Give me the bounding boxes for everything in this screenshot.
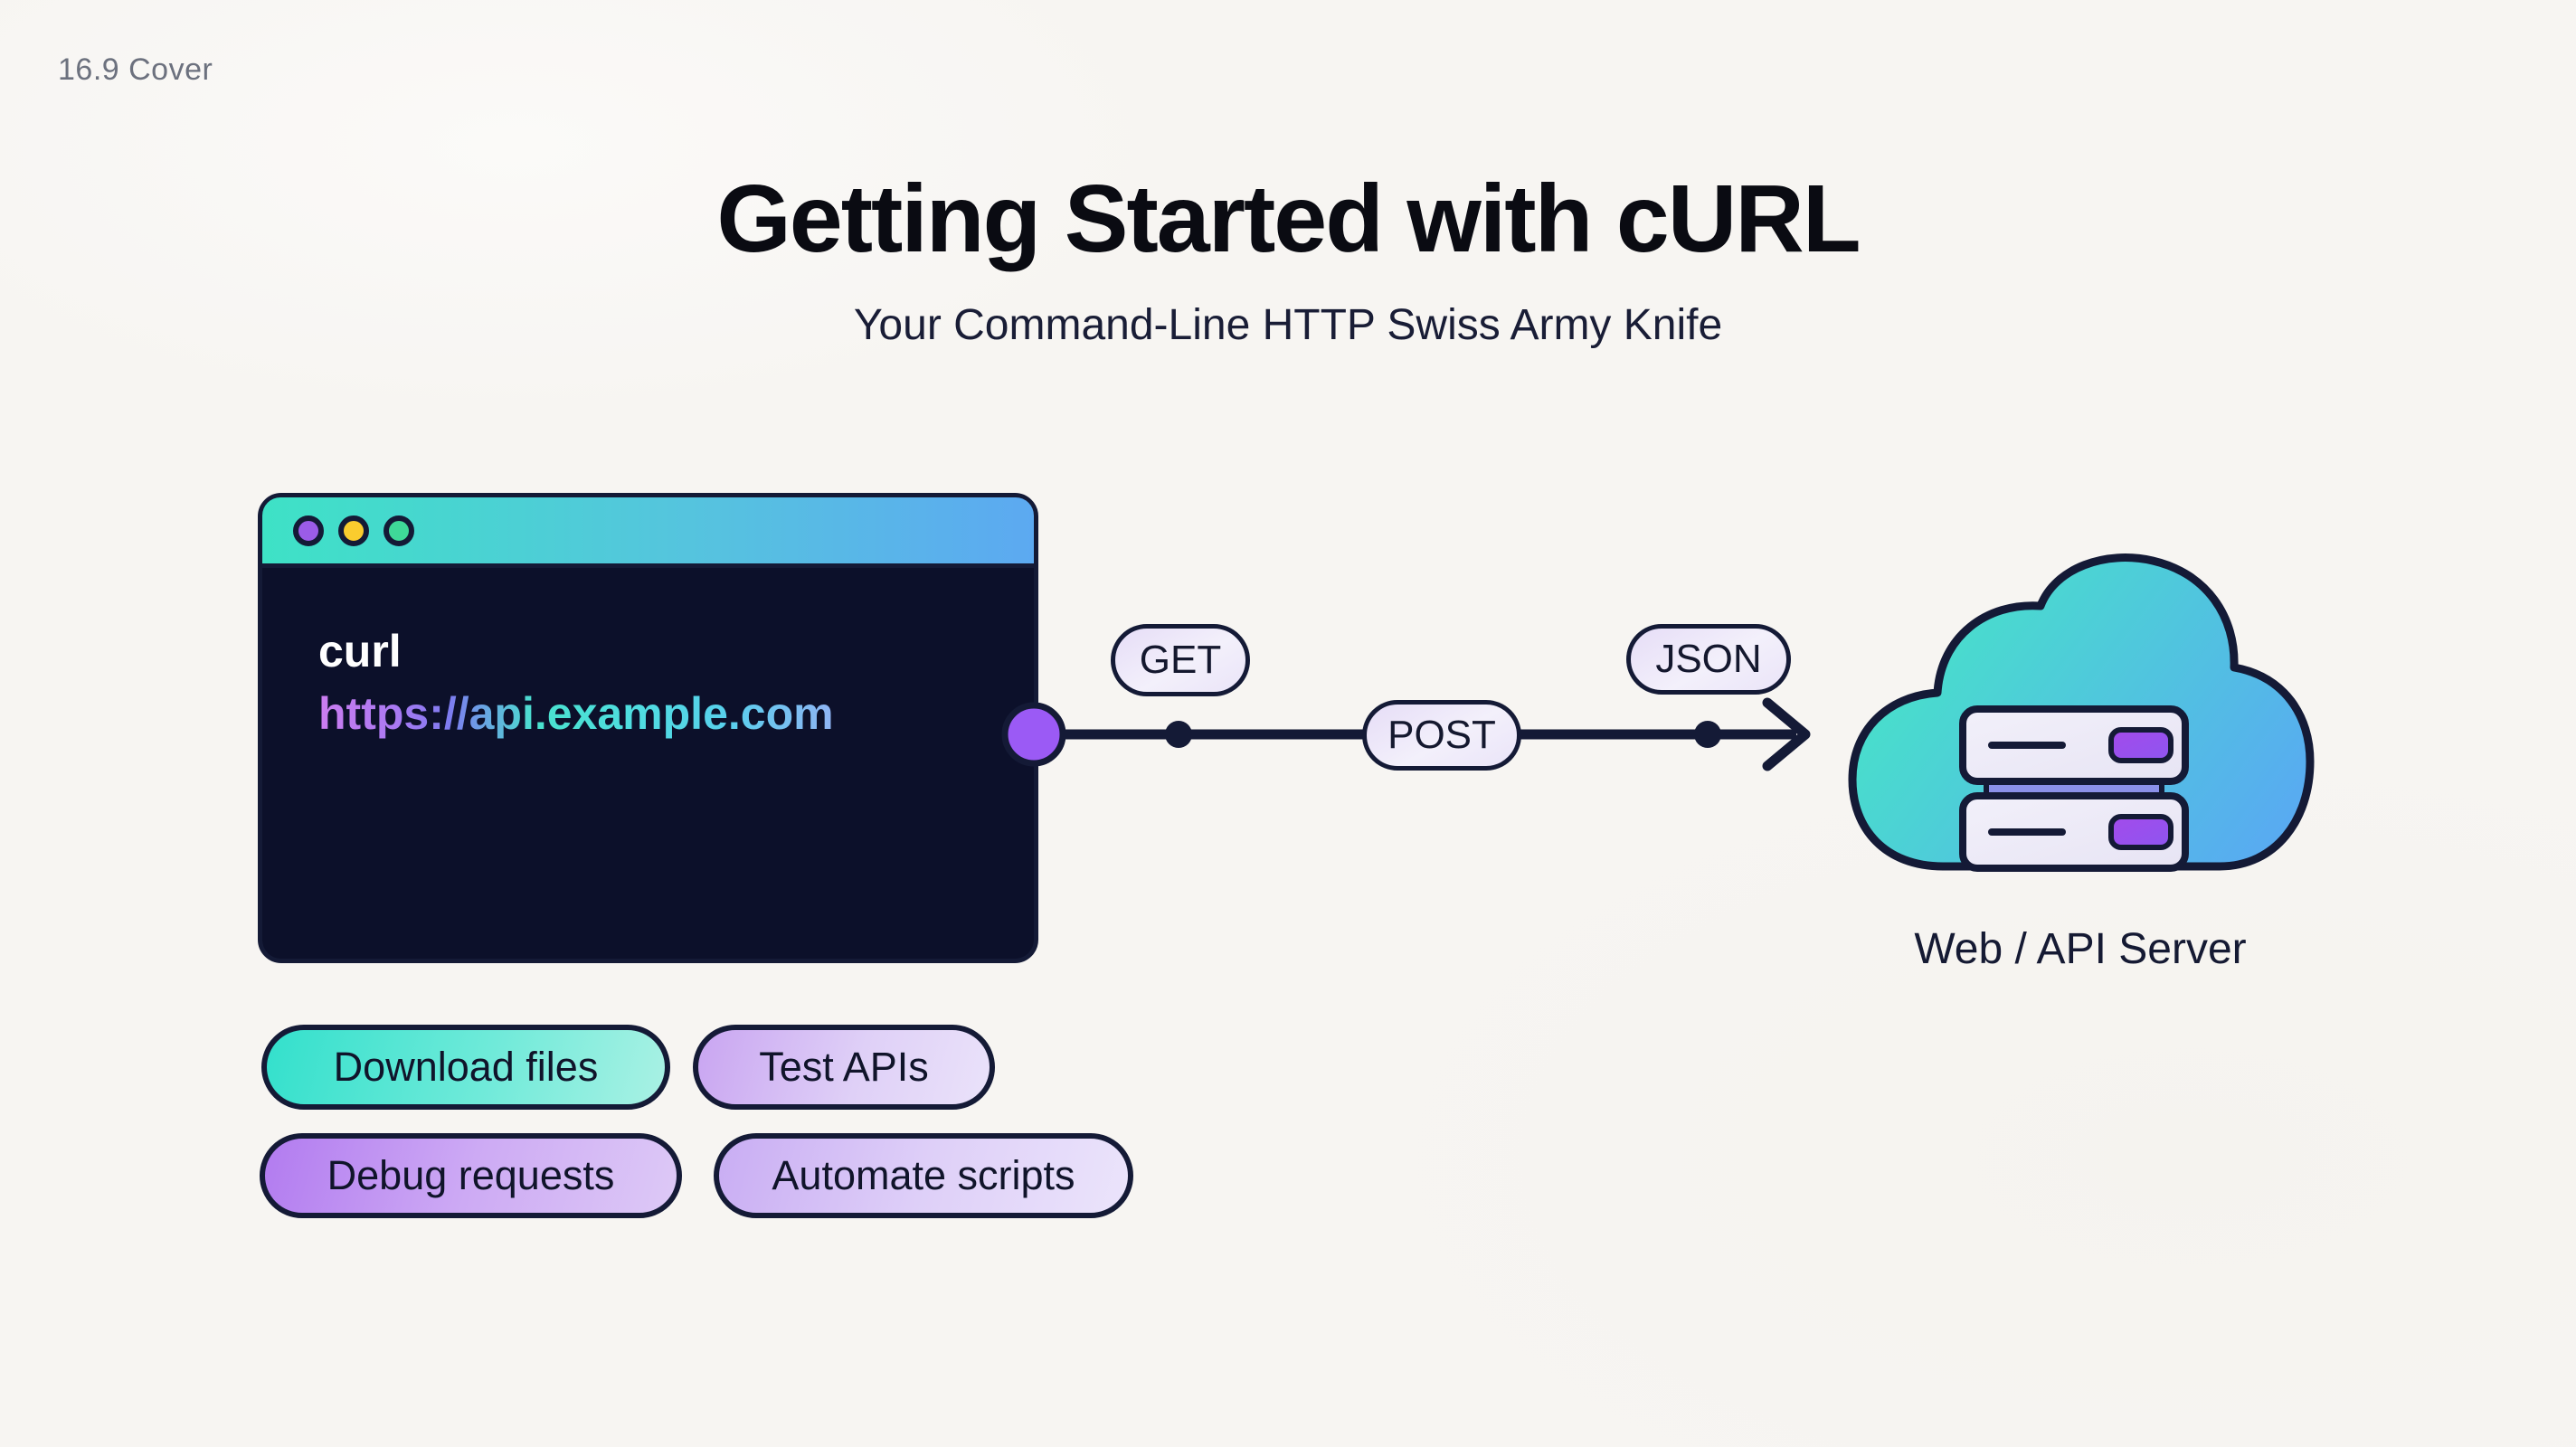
cloud-server-icon [1848,553,2315,872]
method-pill-get: GET [1111,624,1250,696]
arrowhead-icon [1762,697,1811,771]
rack-button-icon [2108,814,2174,850]
slide-label: 16.9 Cover [58,52,213,87]
format-pill-json: JSON [1626,624,1791,695]
page-title: Getting Started with cURL [716,166,1861,272]
feature-pill-test-apis: Test APIs [693,1025,995,1110]
window-dot-green-icon [384,515,414,546]
flow-dot-icon [1694,721,1721,748]
terminal-body: curl https://api.example.com [262,568,1034,798]
feature-pill-automate-scripts: Automate scripts [714,1133,1133,1218]
window-dot-yellow-icon [338,515,369,546]
server-rack-icon [1959,705,2189,872]
terminal-command: curl [318,626,402,676]
server-label: Web / API Server [1914,925,2247,973]
connector-dot-icon [1001,702,1066,767]
feature-pill-download-files: Download files [261,1025,670,1110]
terminal-url: https://api.example.com [318,683,978,745]
feature-pill-debug-requests: Debug requests [260,1133,682,1218]
terminal-titlebar [262,497,1034,568]
rack-button-icon [2108,727,2174,763]
flow-dot-icon [1165,721,1192,748]
method-pill-post: POST [1362,700,1521,771]
terminal-window: curl https://api.example.com [258,493,1038,963]
page-subtitle: Your Command-Line HTTP Swiss Army Knife [853,301,1723,349]
window-dot-purple-icon [293,515,324,546]
